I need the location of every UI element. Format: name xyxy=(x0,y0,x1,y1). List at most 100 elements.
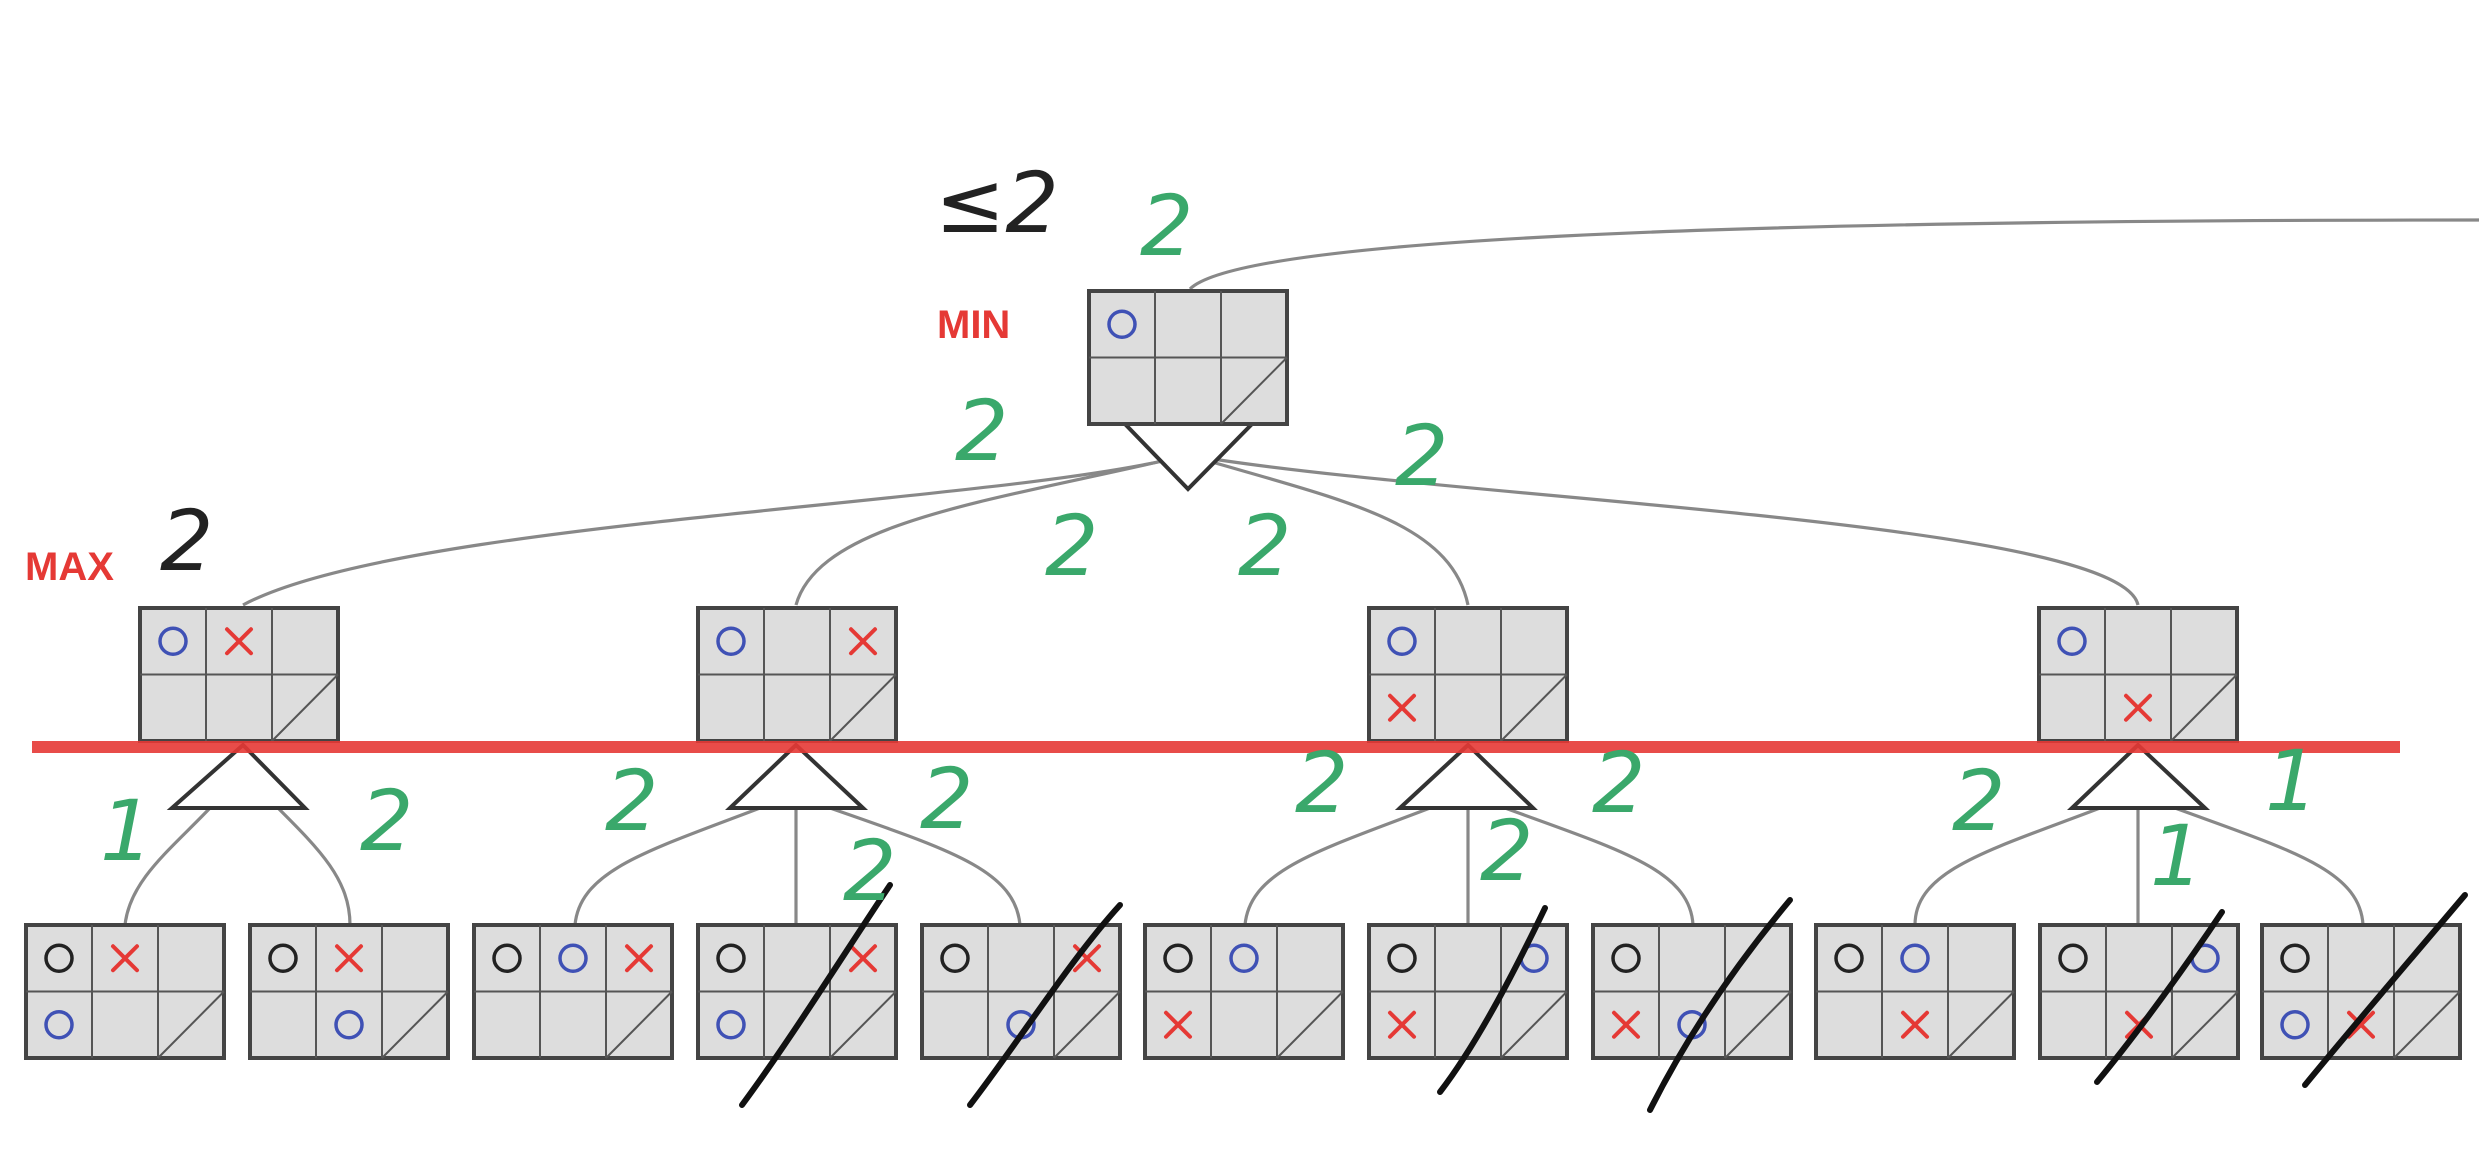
board-level2 xyxy=(1367,923,1569,1060)
edge-value-c3-l8: 2 xyxy=(1592,734,1645,832)
board-level1 xyxy=(696,606,898,743)
o-mark-black-icon xyxy=(2280,943,2310,973)
prune-slash xyxy=(2302,892,2468,1088)
x-mark-icon xyxy=(1164,1010,1192,1039)
x-mark-icon xyxy=(625,944,653,973)
node-triangles xyxy=(166,422,2211,810)
triangle-up-icon xyxy=(166,742,310,810)
edge-value-c2-l5: 2 xyxy=(920,750,973,848)
board-level1 xyxy=(138,606,340,743)
o-mark-blue-icon xyxy=(558,943,588,973)
x-mark-icon xyxy=(225,627,253,656)
diagonal-line xyxy=(1220,356,1288,425)
diagonal-line xyxy=(2393,990,2461,1059)
root-bound-annotation: ≤2 xyxy=(935,154,1059,252)
edge-values: 2 2 2 2 1 2 2 2 2 2 2 2 2 1 1 xyxy=(100,382,2318,920)
prune-slash xyxy=(1647,897,1793,1113)
diagonal-line xyxy=(381,990,449,1059)
o-mark-black-icon xyxy=(1834,943,1864,973)
o-mark-blue-icon xyxy=(158,626,188,656)
o-mark-blue-icon xyxy=(1900,943,1930,973)
edge-c2-to-l5 xyxy=(829,806,1022,926)
x-mark-icon xyxy=(849,944,877,973)
diagonal-line xyxy=(1947,990,2015,1059)
diagonal-line xyxy=(2170,673,2238,742)
board-level1 xyxy=(1367,606,1569,743)
x-mark-icon xyxy=(1073,944,1101,973)
diagonal-line xyxy=(829,673,897,742)
edge-root-to-c4 xyxy=(1187,453,2140,606)
diagonal-line xyxy=(605,990,673,1059)
o-mark-black-icon xyxy=(1611,943,1641,973)
edge-value-c3-l7: 2 xyxy=(1480,802,1533,900)
edge-value-c4-l9: 2 xyxy=(1952,752,2005,850)
board-level2 xyxy=(1143,923,1345,1060)
pruning-marks xyxy=(739,882,2468,1113)
board-level2 xyxy=(24,923,226,1060)
prune-slash xyxy=(1437,905,1548,1095)
edge-value-c4-l11: 1 xyxy=(2265,732,2318,830)
x-mark-icon xyxy=(1901,1010,1929,1039)
diagonal-line xyxy=(1724,990,1792,1059)
diagonal-line xyxy=(1053,990,1121,1059)
board-level2 xyxy=(2260,923,2462,1060)
edge-value-root-c3: 2 xyxy=(1238,497,1291,595)
edge-value-c3-l6: 2 xyxy=(1295,734,1348,832)
edge-c1-to-l2 xyxy=(276,806,352,926)
o-mark-blue-icon xyxy=(1387,626,1417,656)
triangle-up-icon xyxy=(1394,742,1538,810)
edge-c1-to-l1 xyxy=(123,806,212,926)
edge-value-c1-l2: 2 xyxy=(360,772,413,870)
x-mark-icon xyxy=(111,944,139,973)
diagonal-line xyxy=(271,673,339,742)
board-level2 xyxy=(248,923,450,1060)
diagonal-line xyxy=(1276,990,1344,1059)
diagonal-line xyxy=(1500,990,1568,1059)
max-value-annotation: 2 xyxy=(160,492,213,590)
edge-c3-to-l6 xyxy=(1243,806,1431,926)
o-mark-blue-icon xyxy=(716,1010,746,1040)
o-mark-blue-icon xyxy=(2057,626,2087,656)
board-level2 xyxy=(2038,923,2240,1060)
tree-edges xyxy=(123,218,2479,926)
o-mark-black-icon xyxy=(2058,943,2088,973)
edge-root-to-c3 xyxy=(1187,453,1470,606)
o-mark-black-icon xyxy=(716,943,746,973)
o-mark-blue-icon xyxy=(2280,1010,2310,1040)
o-mark-black-icon xyxy=(492,943,522,973)
x-mark-icon xyxy=(1612,1010,1640,1039)
edge-c4-to-l9 xyxy=(1913,806,2101,926)
x-mark-icon xyxy=(335,944,363,973)
triangle-up-icon xyxy=(725,742,869,810)
edge-c3-to-l8 xyxy=(1504,806,1695,926)
max-label: MAX xyxy=(25,545,114,589)
diagonal-line xyxy=(829,990,897,1059)
edge-value-root-c1: 2 xyxy=(955,382,1008,480)
o-mark-blue-icon xyxy=(716,626,746,656)
x-mark-icon xyxy=(2124,693,2152,722)
edge-root-to-c2 xyxy=(794,453,1189,606)
o-mark-black-icon xyxy=(1387,943,1417,973)
o-mark-black-icon xyxy=(940,943,970,973)
edge-value-root-c4: 2 xyxy=(1395,407,1448,505)
o-mark-blue-icon xyxy=(1107,309,1137,339)
o-mark-blue-icon xyxy=(1229,943,1259,973)
edge-c4-to-l11 xyxy=(2174,806,2365,926)
edge-value-c1-l1: 1 xyxy=(100,782,153,880)
edge-value-c4-l10: 1 xyxy=(2150,807,2203,905)
board-level2 xyxy=(696,923,898,1060)
o-mark-black-icon xyxy=(44,943,74,973)
prune-slash xyxy=(739,882,893,1108)
edge-root-to-right xyxy=(1188,218,2479,291)
o-mark-black-icon xyxy=(1163,943,1193,973)
board-level1 xyxy=(2037,606,2239,743)
prune-slash xyxy=(967,902,1123,1108)
diagonal-line xyxy=(1500,673,1568,742)
min-label: MIN xyxy=(937,303,1010,347)
diagonal-line xyxy=(2171,990,2239,1059)
edge-c2-to-l3 xyxy=(573,806,761,926)
o-mark-black-icon xyxy=(268,943,298,973)
board-level2 xyxy=(472,923,674,1060)
edge-value-root-c2: 2 xyxy=(1045,497,1098,595)
